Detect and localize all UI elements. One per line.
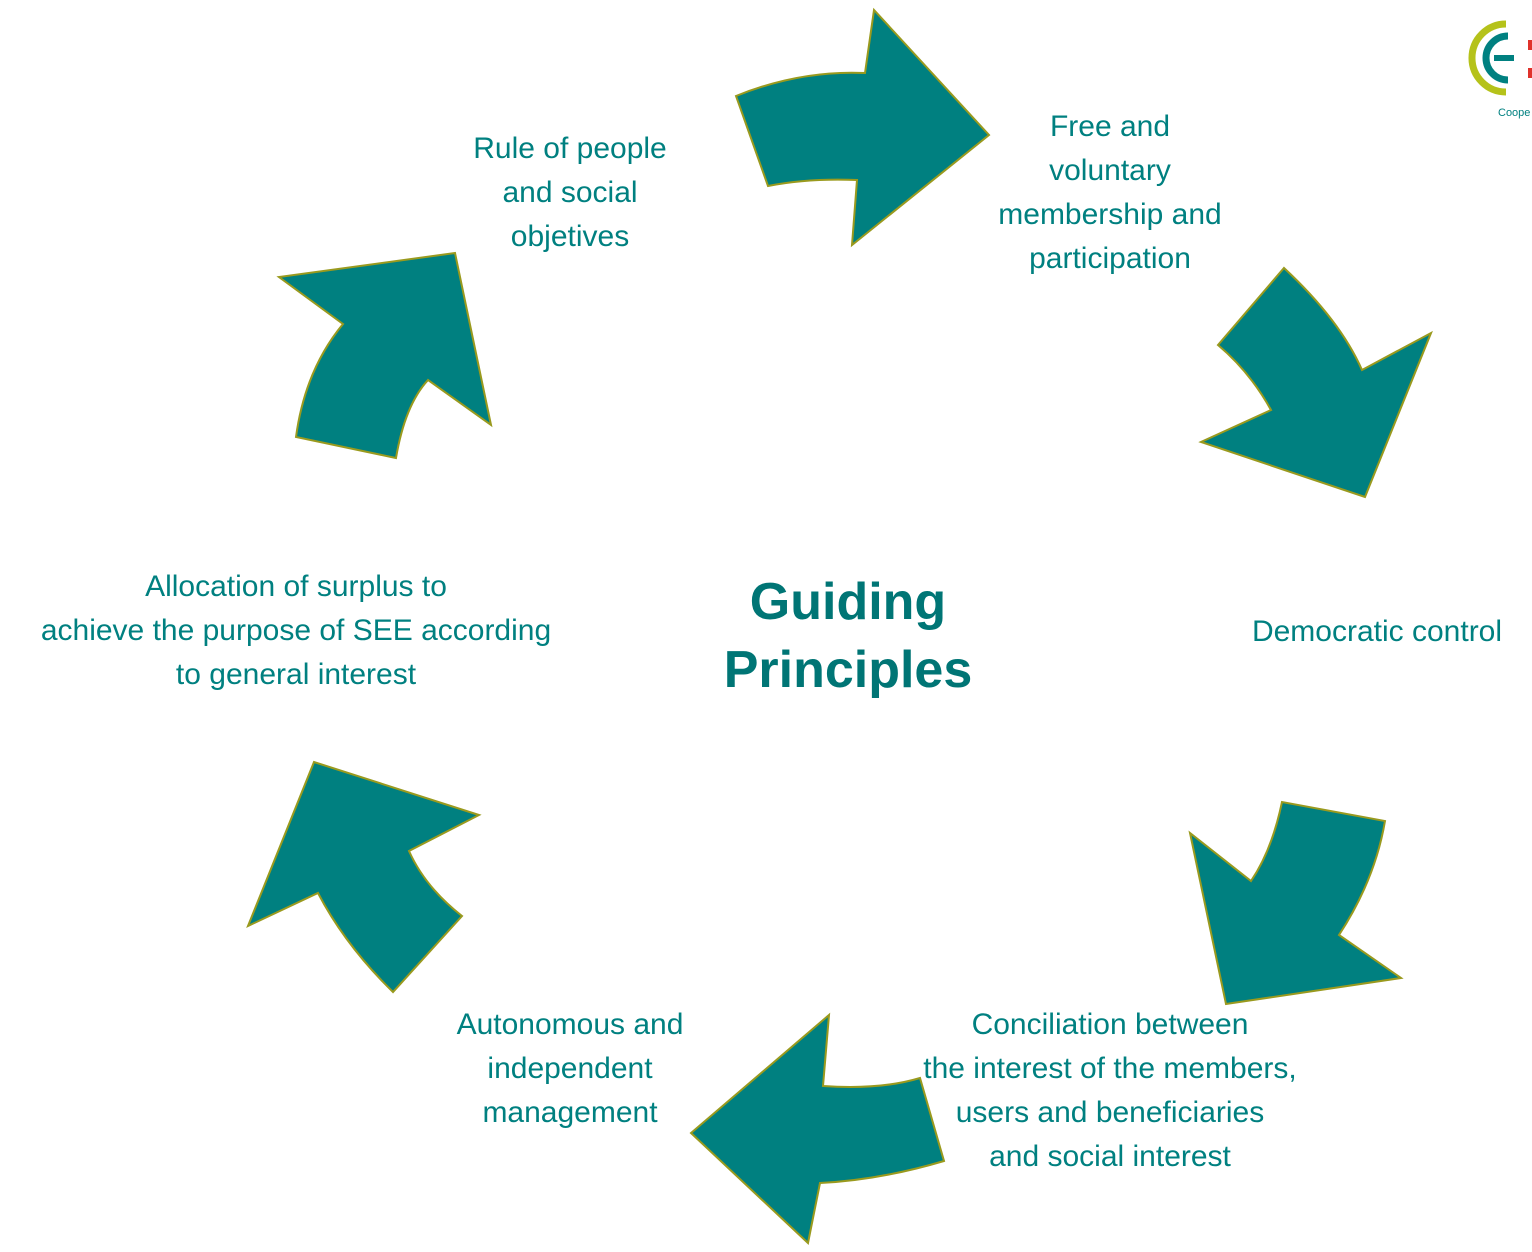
arrow-free-to-democratic (1198, 266, 1433, 499)
principle-free-line-3: membership and (998, 198, 1222, 231)
principle-allocation-line-1: Allocation of surplus to (145, 570, 447, 603)
principle-rule-of-people: Rule of people and social objetives (430, 127, 710, 259)
principle-free-line-1: Free and (1049, 110, 1171, 143)
principle-autonomous-line-3: management (482, 1096, 658, 1129)
arrow-allocation-to-rule (276, 251, 493, 460)
logo-text: Coope (1498, 107, 1530, 119)
principle-allocation-of-surplus: Allocation of surplus to achieve the pur… (0, 565, 592, 697)
principle-democratic-control: Democratic control (1222, 610, 1532, 654)
arrow-conciliation-to-autonomous (689, 1012, 946, 1245)
principle-free-membership: Free and voluntary membership and partic… (960, 105, 1260, 281)
logo-outer-arc (1468, 20, 1507, 96)
logo-red-mark-2 (1528, 68, 1532, 78)
arrow-rule-to-free (734, 7, 991, 248)
principle-rule-line-3: objetives (510, 220, 630, 253)
principle-democratic-line-1: Democratic control (1251, 615, 1503, 648)
principle-conciliation-line-4: and social interest (989, 1140, 1231, 1173)
principle-rule-line-1: Rule of people (473, 132, 667, 165)
logo-red-mark (1528, 40, 1532, 50)
center-title: Guiding Principles (698, 568, 998, 704)
principle-conciliation-line-1: Conciliation between (971, 1008, 1249, 1041)
center-title-line-2: Principles (723, 641, 973, 699)
arrow-autonomous-to-allocation (246, 760, 482, 994)
principle-rule-line-2: and social (502, 176, 638, 209)
principle-allocation-line-2: achieve the purpose of SEE according (40, 614, 552, 647)
center-title-line-1: Guiding (749, 573, 947, 631)
principle-conciliation-line-2: the interest of the members, (923, 1052, 1297, 1085)
logo-inner-arc (1482, 32, 1509, 84)
principle-conciliation-line-3: users and beneficiaries (955, 1096, 1265, 1129)
principle-free-line-2: voluntary (1049, 154, 1171, 187)
principle-autonomous-management: Autonomous and independent management (420, 1003, 720, 1135)
arrow-democratic-to-conciliation (1188, 800, 1404, 1006)
principle-autonomous-line-2: independent (487, 1052, 653, 1085)
organization-logo: Coope (1468, 20, 1532, 119)
principle-free-line-4: participation (1029, 242, 1191, 275)
principle-conciliation: Conciliation between the interest of the… (880, 1003, 1340, 1179)
principle-allocation-line-3: to general interest (175, 658, 417, 691)
principle-autonomous-line-1: Autonomous and (456, 1008, 684, 1041)
